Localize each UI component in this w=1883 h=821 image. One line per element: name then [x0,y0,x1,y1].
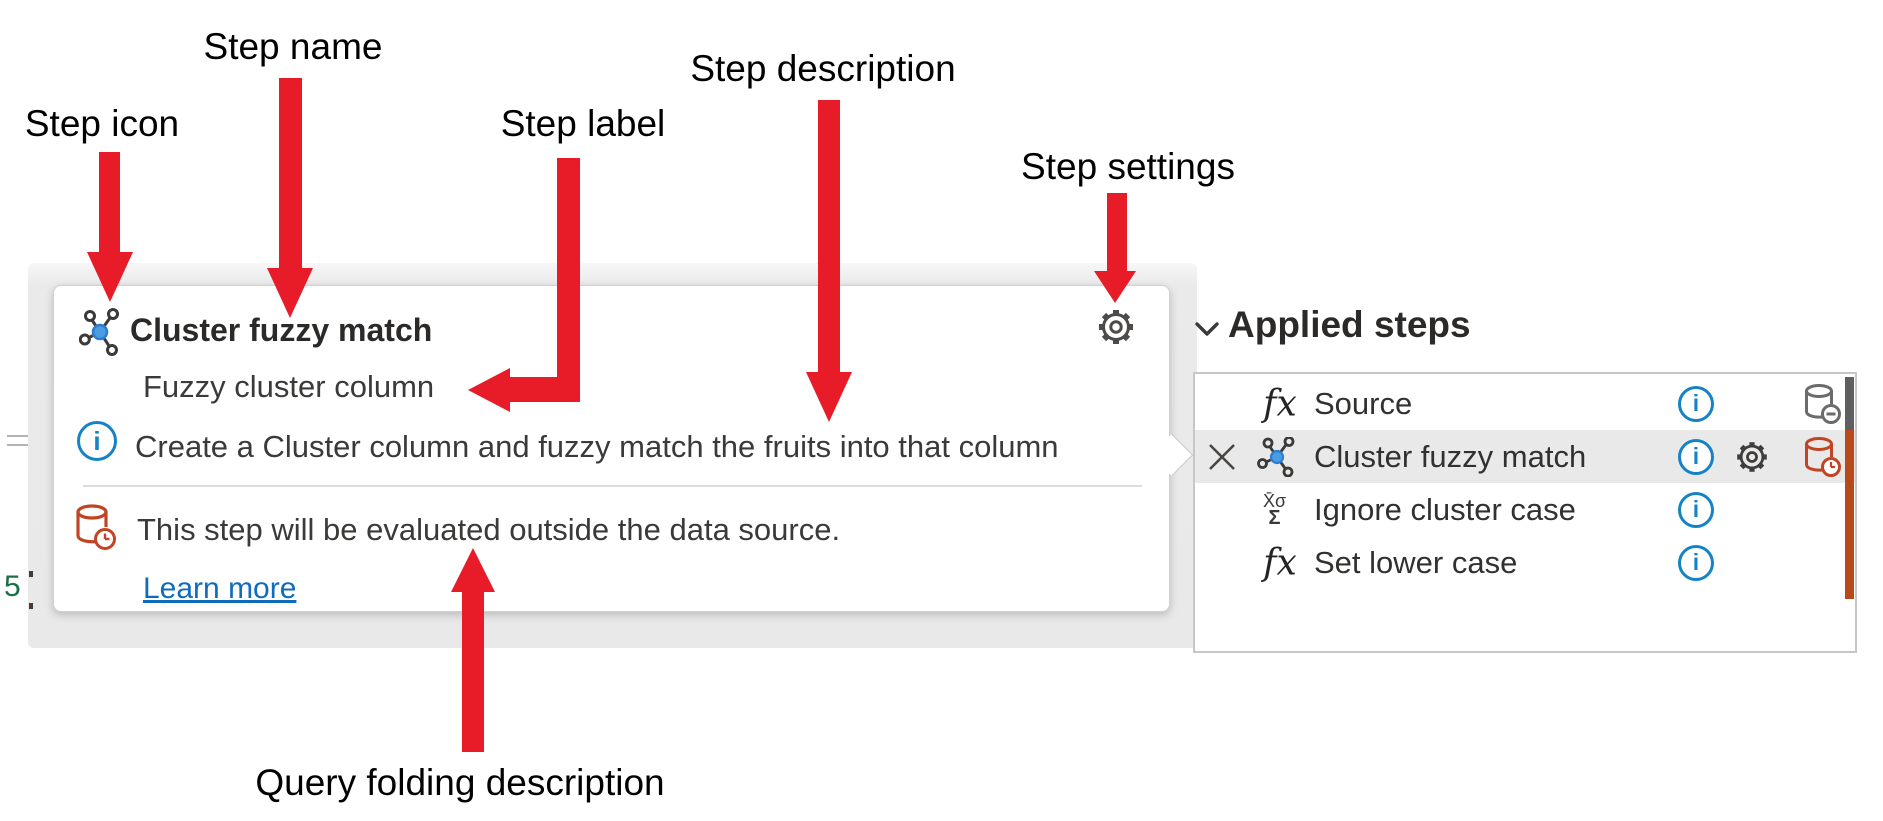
info-letter: i [1692,390,1700,416]
editor-fragment-line [7,435,28,437]
applied-steps-header: Applied steps [1228,304,1471,345]
annotation-step-description: Step description [690,48,956,89]
delete-step-x-icon[interactable] [1207,442,1237,472]
step-tooltip-card [53,285,1170,612]
applied-steps-collapse-chevron-icon[interactable] [1194,321,1220,339]
annotation-step-settings: Step settings [1021,146,1235,187]
step-row-label: Source [1314,385,1413,421]
info-letter: i [1692,496,1700,522]
folding-indicator-bar-gray [1845,377,1854,430]
info-letter: i [1692,443,1700,469]
editor-code-speck [29,603,33,609]
editor-fragment-line [7,444,28,446]
annotation-query-folding: Query folding description [255,762,665,803]
cluster-fuzzy-icon [1257,435,1303,477]
statistics-icon: X̄σ Σ [1263,492,1286,528]
step-row-label: Cluster fuzzy match [1314,438,1587,474]
stats-top: X̄σ [1263,490,1287,511]
step-label-text: Fuzzy cluster column [143,369,435,404]
applied-steps-panel: fx Source i [1193,372,1857,653]
annotation-step-name: Step name [203,26,383,67]
applied-step-row-set-lower-case[interactable]: fx Set lower case i [1195,536,1855,589]
step-settings-gear-icon[interactable] [1093,304,1139,350]
fx-icon: fx [1263,542,1297,583]
query-folding-db-clock-icon [74,503,118,551]
step-name-title: Cluster fuzzy match [130,312,433,348]
info-letter: i [93,425,101,456]
query-folding-text: This step will be evaluated outside the … [137,512,841,547]
step-info-icon[interactable]: i [1678,491,1714,528]
tooltip-divider [83,485,1142,487]
step-info-icon[interactable]: i [1678,438,1714,475]
applied-step-row-cluster-fuzzy-match[interactable]: Cluster fuzzy match i [1195,430,1855,483]
info-letter: i [1692,549,1700,575]
editor-line-number: 5 [4,570,21,603]
info-icon: i [77,421,117,461]
step-row-label: Ignore cluster case [1314,491,1576,527]
folds-db-minus-icon [1803,383,1841,425]
step-info-icon[interactable]: i [1678,544,1714,581]
not-folded-db-clock-icon [1803,436,1841,478]
stats-bottom: Σ [1268,506,1281,529]
step-info-icon[interactable]: i [1678,385,1714,422]
folding-indicator-bar-orange [1845,430,1854,599]
annotation-step-label: Step label [500,103,666,144]
step-row-label: Set lower case [1314,544,1518,580]
step-settings-gear-icon[interactable] [1732,437,1772,477]
fx-icon: fx [1263,383,1297,424]
editor-code-speck [29,571,33,577]
applied-step-row-source[interactable]: fx Source i [1195,377,1855,430]
applied-step-row-ignore-cluster-case[interactable]: X̄σ Σ Ignore cluster case i [1195,483,1855,536]
step-description-text: Create a Cluster column and fuzzy match … [135,429,1059,464]
learn-more-link[interactable]: Learn more [143,572,297,605]
cluster-fuzzy-icon [78,308,125,356]
annotation-step-icon: Step icon [24,103,180,144]
